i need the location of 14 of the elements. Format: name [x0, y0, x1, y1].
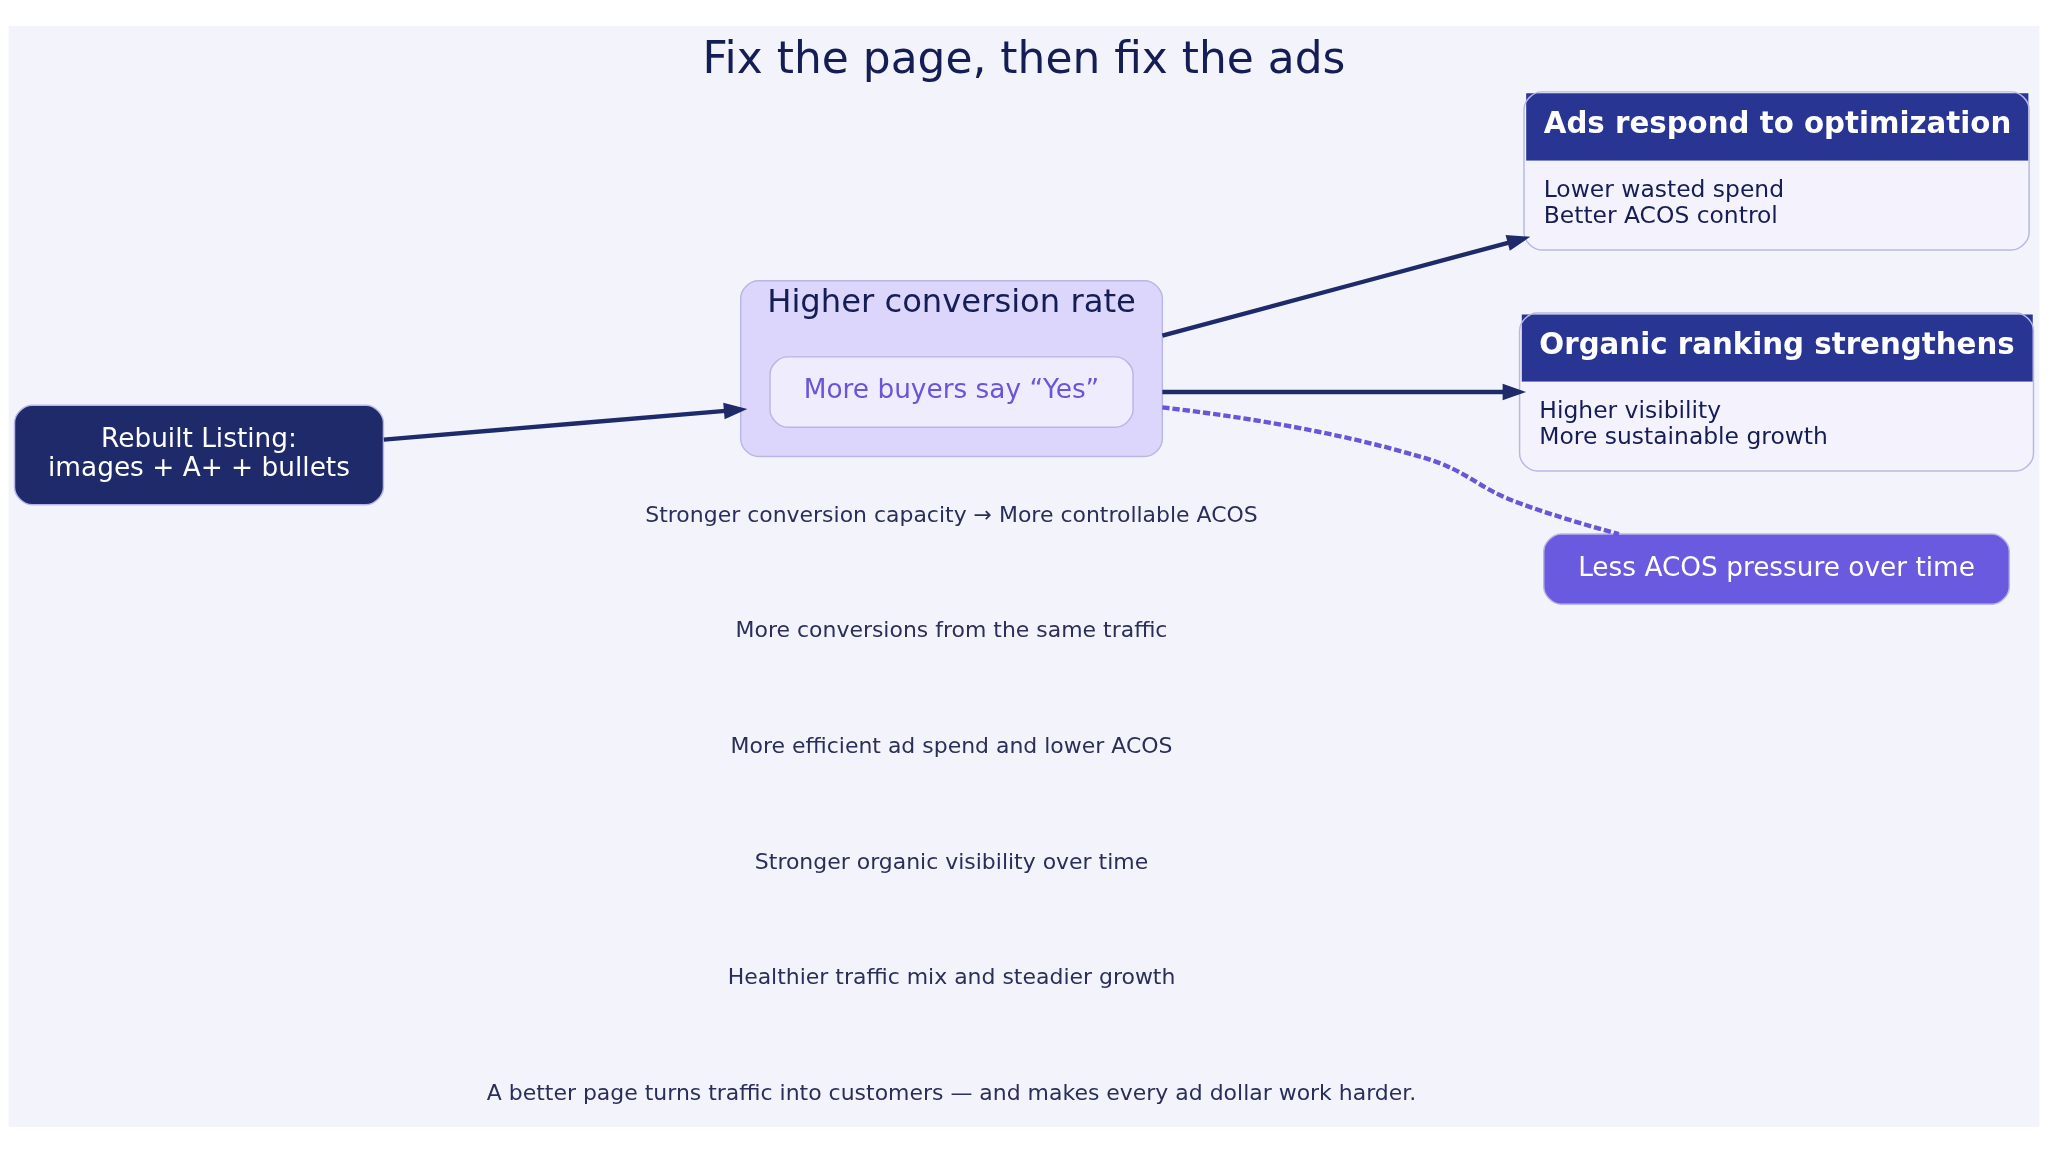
node-box: Rebuilt Listing: images + A+ + bullets [13, 403, 385, 505]
label: Stronger conversion capacity → More controllable ACOS [645, 501, 1258, 527]
node-box: Less ACOS pressure over time [1543, 532, 2011, 605]
arrow [383, 402, 748, 442]
label: More efficient ad spend and lower ACOS [730, 732, 1173, 758]
diagram-title: Fix the page, then fix the ads [702, 31, 1346, 83]
arrow [1162, 383, 1527, 400]
node-box: More buyers say “Yes” [769, 355, 1134, 428]
label: A better page turns traffic into customers — and makes every ad dollar work harder. [486, 1079, 1417, 1105]
label: Stronger organic visibility over time [754, 848, 1149, 874]
label: Healthier traffic mix and steadier growth [727, 963, 1176, 989]
connector [1162, 404, 1620, 536]
label: More conversions from the same traffic [735, 616, 1168, 642]
arrow [1161, 234, 1531, 338]
